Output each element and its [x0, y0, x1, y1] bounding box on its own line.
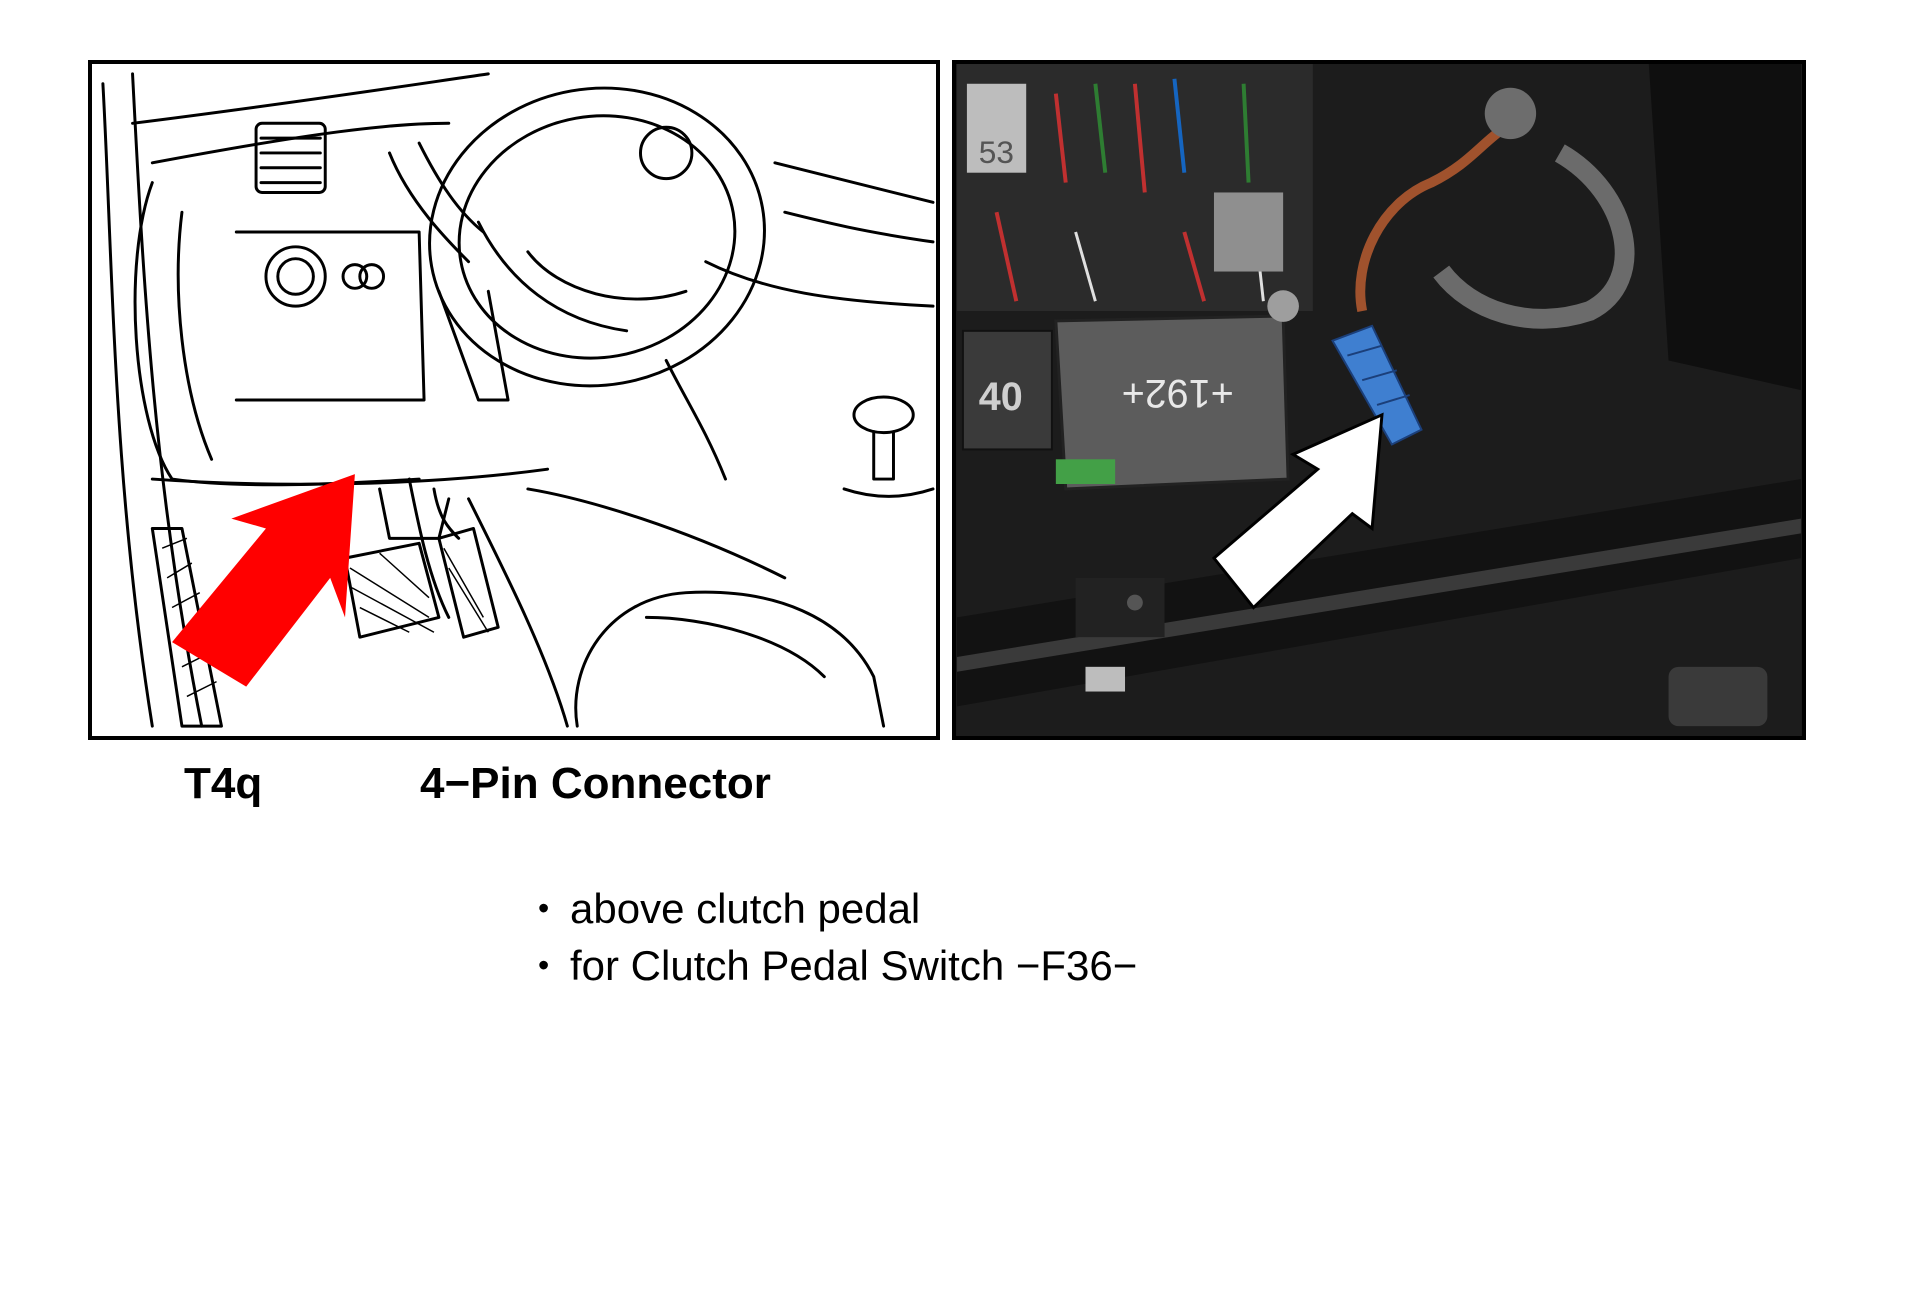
description-list: • above clutch pedal • for Clutch Pedal Sw…: [538, 880, 1137, 994]
dashboard-drawing: [101, 72, 935, 728]
location-arrow: [172, 474, 355, 687]
bullet-marker: •: [538, 890, 550, 926]
blue-connector: [1331, 324, 1423, 446]
list-item-text: for Clutch Pedal Switch −F36−: [570, 942, 1138, 989]
fuse-box-label: 53: [979, 134, 1014, 170]
list-item: • for Clutch Pedal Switch −F36−: [538, 937, 1137, 994]
connector-code: T4q: [184, 759, 263, 808]
list-item: • above clutch pedal: [538, 880, 1137, 937]
connector-photo-drawing: 53 40 +192+: [957, 64, 1801, 736]
connector-title: 4−Pin Connector: [420, 759, 771, 808]
relay-large-label: +192+: [1122, 371, 1234, 415]
dashboard-illustration: [88, 60, 940, 740]
connector-photo: 53 40 +192+: [952, 60, 1806, 740]
list-item-text: above clutch pedal: [570, 885, 921, 932]
relay-small-label: 40: [979, 375, 1023, 419]
connector-arrow: [1211, 412, 1384, 610]
bullet-marker: •: [538, 947, 550, 983]
